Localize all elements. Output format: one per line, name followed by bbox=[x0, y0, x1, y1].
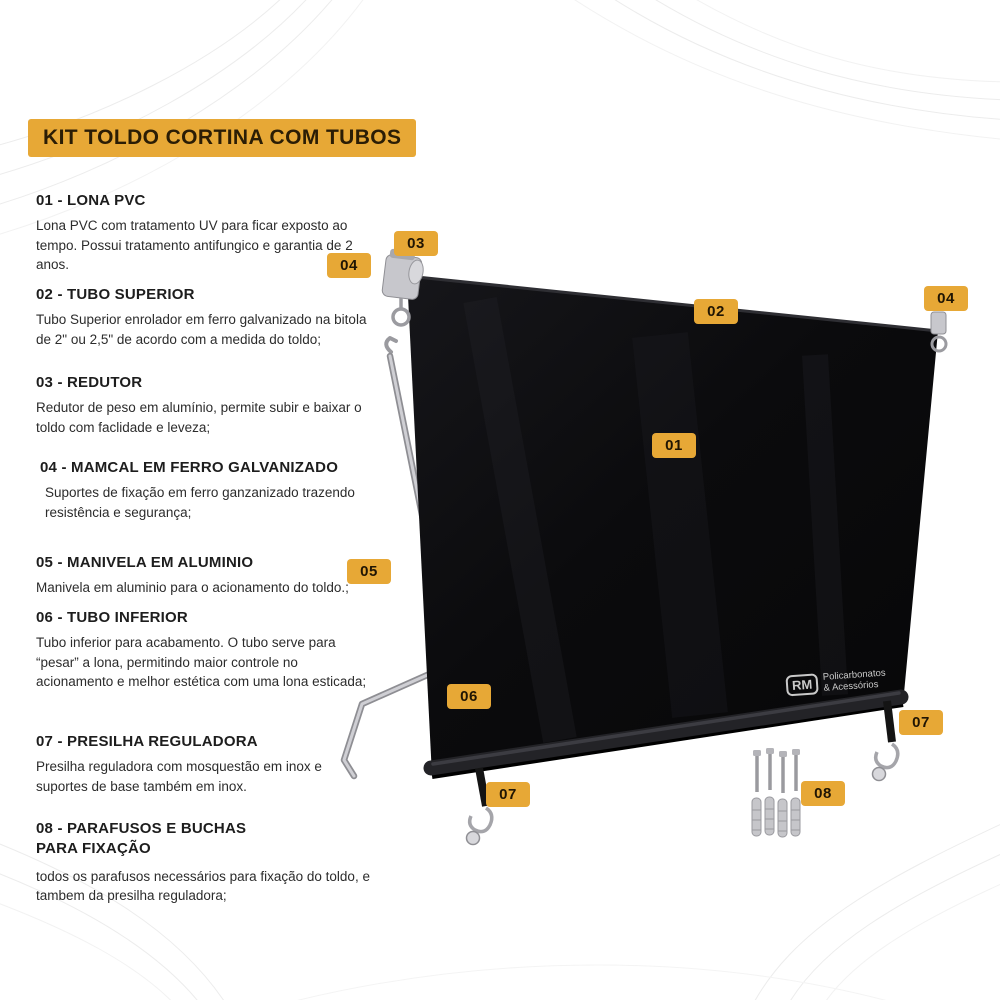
roller-bracket-right bbox=[930, 311, 948, 353]
part-heading-05: 05 - MANIVELA EM ALUMINIO bbox=[36, 554, 254, 571]
callout-badge-07-right: 07 bbox=[899, 710, 943, 735]
part-heading-04: 04 - MAMCAL EM FERRO GALVANIZADO bbox=[40, 459, 339, 476]
part-description-01: Lona PVC com tratamento UV para ficar ex… bbox=[36, 218, 353, 273]
brand-name: Policarbonatos & Acessórios bbox=[822, 668, 886, 695]
part-description-03: Redutor de peso em alumínio, permite sub… bbox=[36, 400, 362, 435]
part-description-05: Manivela em aluminio para o acionamento … bbox=[36, 580, 349, 595]
part-heading-08: 08 - PARAFUSOS E BUCHAS PARA FIXAÇÃO bbox=[36, 820, 247, 858]
page-title: KIT TOLDO CORTINA COM TUBOS bbox=[28, 119, 417, 157]
callout-badge-01: 01 bbox=[652, 433, 696, 458]
part-item-06: 06 - TUBO INFERIOR Tubo inferior para ac… bbox=[36, 609, 372, 692]
callout-badge-07-bottom: 07 bbox=[486, 782, 530, 807]
part-description-04: Suportes de fixação em ferro ganzanizado… bbox=[45, 485, 355, 520]
bottom-tube bbox=[423, 689, 909, 776]
part-heading-03: 03 - REDUTOR bbox=[36, 374, 143, 391]
screws-and-anchors bbox=[751, 748, 801, 838]
part-description-06: Tubo inferior para acabamento. O tubo se… bbox=[36, 635, 367, 690]
part-heading-01: 01 - LONA PVC bbox=[36, 192, 146, 209]
part-item-03: 03 - REDUTOR Redutor de peso em alumínio… bbox=[36, 374, 372, 437]
brand-logo: RM bbox=[785, 673, 819, 697]
part-heading-02: 02 - TUBO SUPERIOR bbox=[36, 286, 195, 303]
part-description-08: todos os parafusos necessários para fixa… bbox=[36, 868, 370, 904]
part-item-04: 04 - MAMCAL EM FERRO GALVANIZADO Suporte… bbox=[40, 459, 376, 522]
part-item-08: 08 - PARAFUSOS E BUCHAS PARA FIXAÇÃO tod… bbox=[36, 819, 372, 906]
part-item-07: 07 - PRESILHA REGULADORA Presilha regula… bbox=[36, 733, 372, 796]
part-heading-07: 07 - PRESILHA REGULADORA bbox=[36, 733, 258, 750]
callout-badge-08: 08 bbox=[801, 781, 845, 806]
callout-badge-02: 02 bbox=[694, 299, 738, 324]
part-description-02: Tubo Superior enrolador em ferro galvani… bbox=[36, 312, 367, 347]
callout-badge-04-left: 04 bbox=[327, 253, 371, 278]
callout-badge-06: 06 bbox=[447, 684, 491, 709]
strap-clasp-left bbox=[465, 767, 494, 846]
part-description-07: Presilha reguladora com mosquestão em in… bbox=[36, 759, 322, 794]
part-heading-06: 06 - TUBO INFERIOR bbox=[36, 609, 188, 626]
part-item-01: 01 - LONA PVC Lona PVC com tratamento UV… bbox=[36, 192, 372, 275]
part-item-05: 05 - MANIVELA EM ALUMINIO Manivela em al… bbox=[36, 554, 372, 598]
strap-clasp-right bbox=[871, 700, 900, 782]
callout-badge-04-right: 04 bbox=[924, 286, 968, 311]
callout-badge-05: 05 bbox=[347, 559, 391, 584]
callout-badge-03: 03 bbox=[394, 231, 438, 256]
part-item-02: 02 - TUBO SUPERIOR Tubo Superior enrolad… bbox=[36, 286, 372, 349]
